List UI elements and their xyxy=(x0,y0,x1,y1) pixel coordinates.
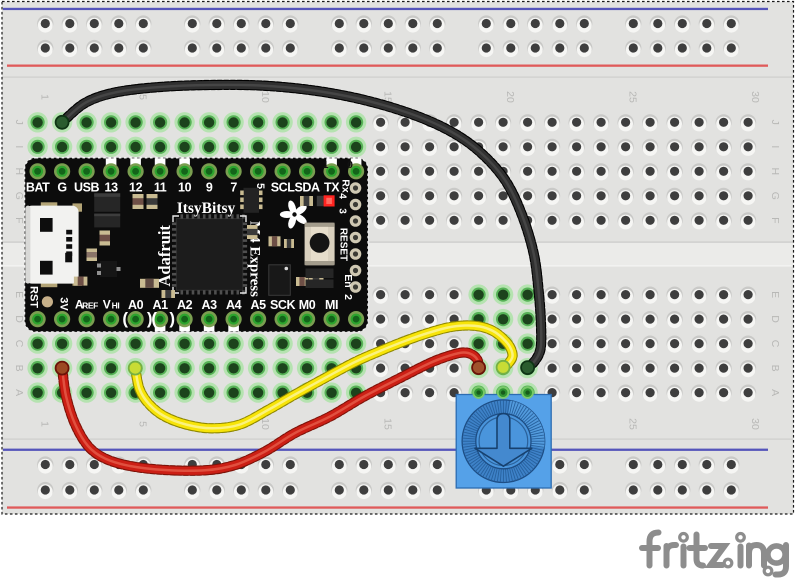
svg-text:): ) xyxy=(169,309,174,328)
svg-text:D: D xyxy=(13,315,25,323)
svg-text:F: F xyxy=(769,217,781,223)
svg-text:H: H xyxy=(769,168,781,176)
svg-text:J: J xyxy=(13,120,25,125)
svg-text:3V: 3V xyxy=(58,297,70,311)
svg-text:V: V xyxy=(103,298,111,312)
svg-text:3: 3 xyxy=(337,208,348,214)
svg-text:20: 20 xyxy=(504,91,516,103)
svg-text:A4: A4 xyxy=(226,298,242,312)
svg-text:A5: A5 xyxy=(251,298,267,312)
svg-text:H: H xyxy=(13,168,25,176)
svg-text:D: D xyxy=(769,315,781,323)
svg-text:25: 25 xyxy=(627,91,639,103)
svg-text:1: 1 xyxy=(39,421,51,427)
svg-text:E: E xyxy=(769,291,781,298)
svg-text:): ) xyxy=(147,309,152,328)
svg-text:A: A xyxy=(769,389,781,396)
svg-text:HI: HI xyxy=(112,301,120,311)
svg-text:SCK: SCK xyxy=(270,298,296,312)
svg-text:BAT: BAT xyxy=(26,181,50,195)
svg-text:13: 13 xyxy=(105,181,119,195)
svg-text:M0: M0 xyxy=(299,298,316,312)
svg-text:5: 5 xyxy=(137,94,149,100)
svg-text:B: B xyxy=(769,365,781,372)
svg-text:G: G xyxy=(57,181,66,195)
svg-text:A2: A2 xyxy=(177,298,193,312)
svg-text:C: C xyxy=(13,340,25,348)
svg-text:USB: USB xyxy=(74,181,100,195)
svg-text:A: A xyxy=(13,389,25,396)
svg-text:4: 4 xyxy=(337,193,348,199)
svg-text:1: 1 xyxy=(323,159,329,171)
svg-text:G: G xyxy=(769,192,781,200)
svg-text:9: 9 xyxy=(206,181,213,195)
svg-text:C: C xyxy=(769,340,781,348)
svg-text:F: F xyxy=(13,217,25,223)
svg-text:5: 5 xyxy=(254,183,266,189)
svg-text:MI: MI xyxy=(325,298,338,312)
svg-text:SCL: SCL xyxy=(271,181,296,195)
svg-text:TX: TX xyxy=(324,181,340,195)
svg-text:30: 30 xyxy=(749,418,761,430)
svg-text:10: 10 xyxy=(259,418,271,430)
svg-text:10: 10 xyxy=(259,91,271,103)
svg-text:12: 12 xyxy=(129,181,143,195)
svg-text:A0: A0 xyxy=(128,298,144,312)
svg-text:7: 7 xyxy=(230,181,237,195)
svg-text:B: B xyxy=(13,365,25,372)
svg-text:0: 0 xyxy=(347,159,353,171)
svg-text:25: 25 xyxy=(627,418,639,430)
svg-text:RESET: RESET xyxy=(338,228,349,261)
svg-text:11: 11 xyxy=(154,181,167,195)
svg-text:I: I xyxy=(769,145,781,148)
svg-text:I: I xyxy=(13,145,25,148)
svg-text:1: 1 xyxy=(39,94,51,100)
svg-text:30: 30 xyxy=(749,91,761,103)
svg-text:E: E xyxy=(13,291,25,298)
svg-text:ItsyBitsy: ItsyBitsy xyxy=(177,200,236,217)
svg-text:(: ( xyxy=(122,309,128,328)
svg-text:M4 Express: M4 Express xyxy=(247,221,263,297)
svg-text:En: En xyxy=(342,274,354,287)
svg-text:REF: REF xyxy=(82,301,98,311)
svg-text:A1: A1 xyxy=(153,298,169,312)
svg-text:A: A xyxy=(75,298,84,312)
svg-text:G: G xyxy=(13,192,25,200)
svg-text:15: 15 xyxy=(382,91,394,103)
svg-text:5: 5 xyxy=(137,421,149,427)
svg-text:RST: RST xyxy=(28,286,40,308)
svg-text:SDA: SDA xyxy=(294,181,320,195)
svg-text:10: 10 xyxy=(178,181,192,195)
svg-text:2: 2 xyxy=(342,294,354,300)
svg-text:Rx: Rx xyxy=(340,179,352,193)
svg-text:(: ( xyxy=(151,309,157,328)
svg-text:Adafruit: Adafruit xyxy=(155,225,174,287)
svg-text:15: 15 xyxy=(382,418,394,430)
svg-text:J: J xyxy=(769,120,781,125)
svg-text:A3: A3 xyxy=(202,298,218,312)
